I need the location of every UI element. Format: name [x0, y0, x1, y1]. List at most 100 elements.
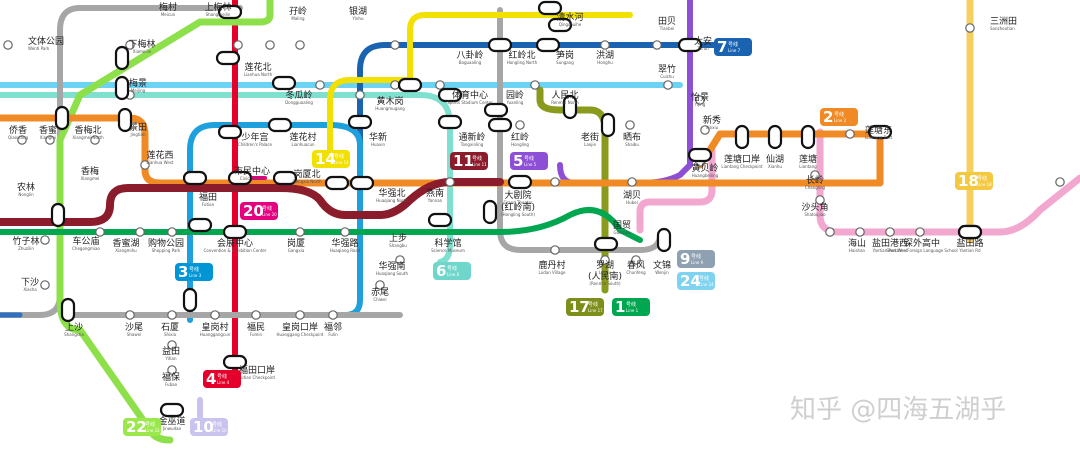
- station-dot: [167, 365, 177, 375]
- line-number: 1: [615, 298, 625, 316]
- station-dot: [915, 227, 925, 237]
- station-name-zh: 园岭: [506, 89, 524, 101]
- line-number: 3: [178, 263, 188, 281]
- station-dot: [125, 40, 135, 50]
- line-number: 20: [243, 202, 264, 220]
- station-dot: [550, 245, 560, 255]
- station-name-en: Lianhuacun: [291, 142, 315, 147]
- station-name-zh: 三洲田: [990, 16, 1017, 27]
- station-name-zh: 少年宫: [241, 131, 268, 143]
- line-suffix: 号线: [728, 41, 738, 48]
- station-dot: [3, 40, 13, 50]
- station-name-zh: 下梅林: [128, 38, 155, 50]
- station-dot: [390, 40, 400, 50]
- station-name-en: Shatoujiao: [804, 212, 826, 217]
- station-name-en: Chiwei: [373, 297, 386, 302]
- station-name-zh: 清水河: [556, 11, 583, 23]
- line-suffix: 号线: [217, 373, 227, 380]
- line-badge-bg: [123, 418, 161, 436]
- interchange-capsule: [182, 170, 208, 186]
- interchange-capsule: [687, 147, 713, 163]
- interchange-capsule: [487, 117, 513, 133]
- interchange-capsule: [593, 236, 619, 252]
- station-name-en: Yannan: [427, 198, 443, 203]
- interchange-capsule: [437, 114, 463, 130]
- station-name-en: Qiaoxiang: [8, 135, 29, 140]
- station-name-en: Tongxinling: [460, 142, 484, 147]
- station-name-zh: 梅景: [129, 77, 147, 89]
- watermark-text: 知乎 @四海五湖乎: [790, 395, 1006, 425]
- station-name-zh: 笋岗: [556, 49, 574, 61]
- station-name-zh: 八卦岭: [456, 49, 483, 61]
- station-name-en: Futian Checkpoint: [239, 375, 275, 380]
- line-suffix: 号线: [626, 301, 636, 308]
- line-badge-bg: [190, 418, 228, 436]
- station-name-zh: 国贸: [613, 219, 631, 231]
- station-name-en: Huangbeiling: [692, 173, 719, 178]
- station-name-zh: 市民中心: [234, 165, 270, 177]
- station-dot: [395, 255, 405, 265]
- station-dot: [810, 170, 820, 180]
- line-suffix: 号线: [699, 275, 709, 282]
- station-dot: [845, 129, 855, 139]
- interchange-capsule: [114, 45, 130, 71]
- station-name-zh: 湖贝: [623, 190, 641, 201]
- station-name-zh: 莲花村: [289, 131, 316, 143]
- station-name-zh: 莲塘东: [865, 124, 892, 136]
- line-3-path: [187, 122, 363, 323]
- interchange-capsule: [50, 202, 66, 228]
- station-name-en: Shaibu: [625, 142, 639, 147]
- station-name-en: Liantang Checkpoint: [721, 164, 763, 169]
- station-name-zh: 赤尾: [371, 287, 389, 298]
- station-name-en: Xinxiu: [706, 125, 719, 130]
- station-name-zh: 黄贝岭: [691, 162, 718, 174]
- station-name-en: Xiasha: [23, 287, 37, 292]
- station-name-en: Shixia: [164, 332, 177, 337]
- line-17-path: [536, 86, 609, 294]
- station-name-en: Shawei: [127, 332, 141, 337]
- station-name-en: Huanggang Checkpoint: [277, 332, 324, 337]
- station-name-en: Meijing: [131, 88, 146, 93]
- station-name-zh: 莲塘口岸: [724, 153, 760, 165]
- station-name-zh: 沙尾: [125, 322, 143, 333]
- station-name-en: Renmin North: [551, 100, 579, 105]
- station-name-en: Hongling North: [507, 60, 538, 65]
- station-dot: [140, 160, 150, 170]
- station-name-zh: 香蜜: [39, 124, 57, 136]
- station-name-en: Sungang: [556, 60, 574, 65]
- station-name-en: Yantian Port West: [872, 248, 908, 253]
- station-name-zh: 华新: [369, 131, 387, 143]
- station-name-zh: 皇岗村: [201, 321, 228, 333]
- interchange-capsule: [114, 75, 130, 101]
- line-suffix: 号线: [691, 253, 701, 260]
